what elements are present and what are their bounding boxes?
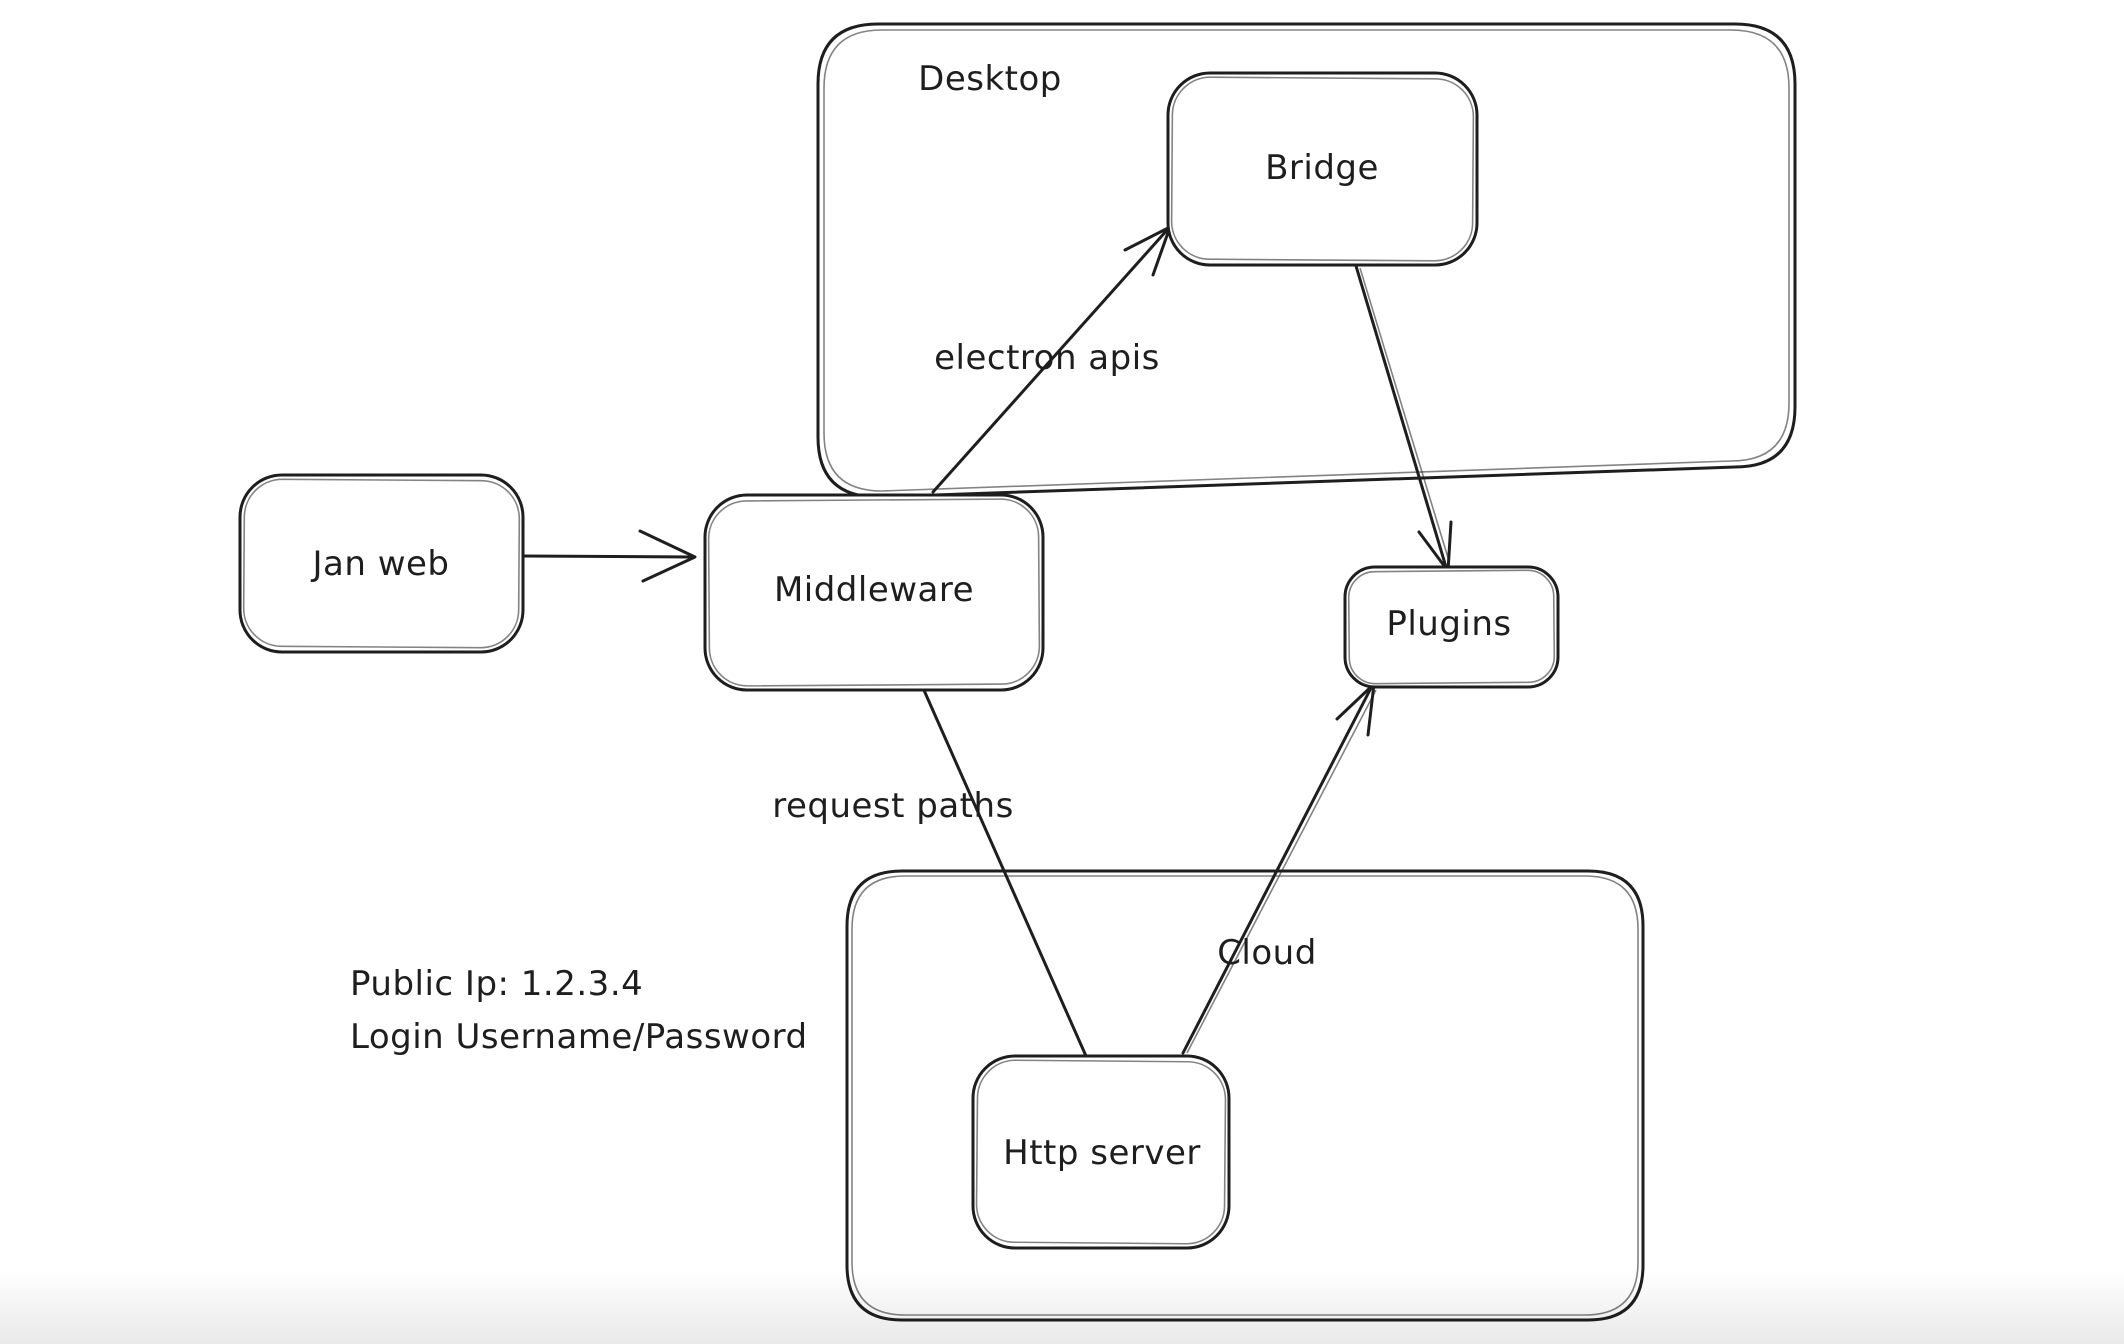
edge-bridge-to-plugins: [1354, 264, 1453, 573]
node-middleware: [703, 493, 1045, 692]
edge-jan-web-to-middleware: [521, 529, 697, 583]
node-plugins: [1343, 565, 1560, 689]
node-http-server: [971, 1054, 1231, 1250]
edge-middleware-to-http-server: [921, 686, 1088, 1058]
node-jan-web: [238, 473, 525, 654]
container-label-desktop: Desktop: [918, 59, 1062, 99]
node-label-http-server: Http server: [1003, 1133, 1201, 1173]
container-desktop-echo: [823, 29, 1790, 492]
container-cloud-shape: [845, 869, 1645, 1322]
annotation-public-ip: Public Ip: 1.2.3.4: [350, 964, 643, 1004]
node-label-jan-web: Jan web: [310, 544, 449, 584]
labels: Desktop Cloud Jan web Middleware Bridge …: [310, 59, 1511, 1173]
node-label-plugins: Plugins: [1386, 604, 1511, 644]
node-label-middleware: Middleware: [774, 570, 974, 610]
edge-label-electron-apis: electron apis: [934, 338, 1160, 378]
node-label-bridge: Bridge: [1265, 148, 1379, 188]
edges: [521, 225, 1453, 1058]
arrowhead-into-middleware: [638, 529, 697, 583]
edge-label-request-paths: request paths: [772, 786, 1014, 826]
container-desktop-shape: [816, 22, 1797, 499]
container-label-cloud: Cloud: [1217, 933, 1317, 973]
node-bridge: [1166, 71, 1479, 267]
annotation-login: Login Username/Password: [350, 1017, 808, 1057]
container-cloud: [845, 869, 1645, 1322]
nodes: [238, 71, 1560, 1250]
container-desktop: [816, 22, 1797, 499]
edge-http-server-to-plugins: [1181, 682, 1377, 1055]
container-cloud-echo: [851, 875, 1639, 1316]
